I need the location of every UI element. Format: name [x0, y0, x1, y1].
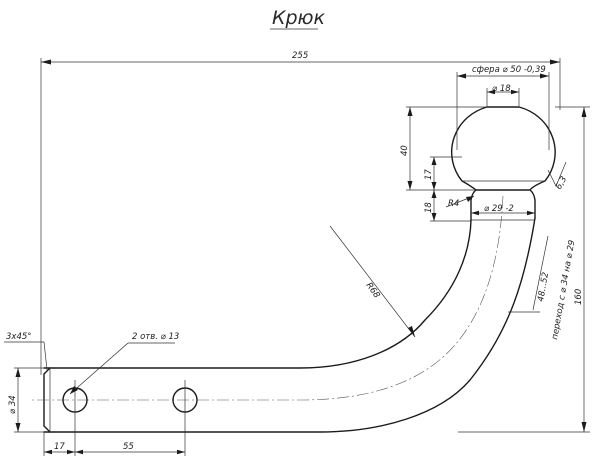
hole-spacing-label: 55 [123, 442, 134, 452]
overall-height-label: 160 [574, 289, 584, 305]
ball-height-label: 40 [400, 145, 410, 156]
dimension-neck-diameter: ⌀ 18 [486, 84, 520, 107]
shank-diameter-label: ⌀ 34 [8, 395, 18, 414]
drawing-title: Крюк [272, 7, 326, 29]
neck-diameter-label: ⌀ 18 [492, 84, 511, 94]
neck-height-label: 18 [424, 202, 434, 213]
fillet-radius-label: R4 [448, 199, 459, 209]
dimension-holes: 2 отв. ⌀ 13 [69, 332, 179, 395]
dimension-chamfer: 3x45° [4, 332, 48, 371]
ball-sphere-label: сфера ⌀ 50 -0,39 [472, 65, 546, 75]
dimension-overall-length: 255 [40, 51, 561, 375]
hook-body [30, 195, 536, 456]
dimension-hole-positions: 17 55 [43, 432, 185, 456]
chamfer-label: 3x45° [6, 332, 32, 342]
dimension-fillet-radius: R4 [445, 195, 475, 209]
tow-ball [450, 106, 556, 221]
roughness-mark: 6,3 [547, 161, 569, 192]
hook-centerline [30, 195, 504, 401]
holes-label: 2 отв. ⌀ 13 [132, 332, 179, 342]
roughness-label: 6,3 [554, 175, 569, 192]
dimension-shank-diameter: ⌀ 34 [8, 367, 44, 433]
dimension-ball-lower: 17 [424, 156, 462, 190]
hook-outer-contour [43, 217, 536, 433]
neck-width-label: ⌀ 29 -2 [484, 204, 514, 214]
overall-length-label: 255 [292, 51, 308, 61]
dimension-bend-radius: R68 [329, 225, 416, 338]
hole-offset-label: 17 [54, 442, 65, 452]
hook-inner-contour [43, 219, 472, 369]
dimension-ball-height: 40 [400, 106, 487, 191]
dimension-ball-sphere: сфера ⌀ 50 -0,39 [456, 65, 550, 150]
ball-lower-label: 17 [424, 169, 434, 180]
dimension-neck-width: ⌀ 29 -2 [471, 204, 535, 216]
bend-radius-label: R68 [364, 281, 382, 301]
dimension-overall-height: 160 [458, 106, 590, 433]
transition-length-label: 48...52 [536, 271, 551, 302]
dimension-neck-height: 18 [424, 190, 471, 222]
